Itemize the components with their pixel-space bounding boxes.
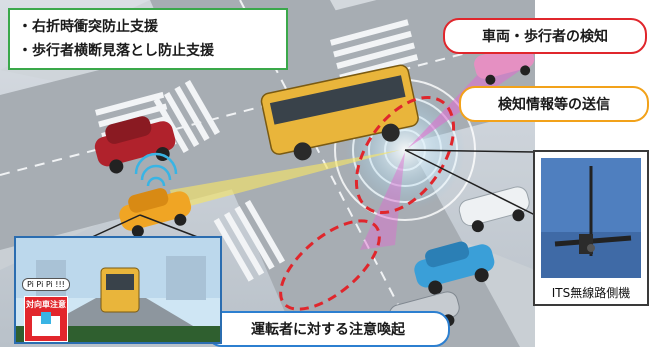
- blue-car: [414, 241, 495, 295]
- driver-alert-callout: 運転者に対する注意喚起: [206, 311, 450, 347]
- pointer-line: [404, 149, 536, 153]
- oncoming-vehicle-warning: 対向車注意: [24, 296, 68, 342]
- support-feature-right-turn: ・右折時衝突防止支援: [18, 19, 158, 35]
- orange-car: [119, 188, 192, 238]
- antenna-photo: [541, 158, 641, 278]
- warning-label: 対向車注意: [26, 300, 66, 309]
- its-roadside-unit-photo: ITS無線路側機: [533, 150, 649, 306]
- detection-beam: [360, 152, 405, 250]
- detection-zone: [279, 219, 381, 311]
- driver-view-inset: Pi Pi Pi !!! 対向車注意: [14, 236, 222, 344]
- warning-sound-bubble: Pi Pi Pi !!!: [22, 278, 70, 291]
- vehicle-pedestrian-detection-callout: 車両・歩行者の検知: [443, 18, 647, 54]
- bus: [260, 64, 419, 161]
- support-features-box: ・右折時衝突防止支援 ・歩行者横断見落とし防止支援: [8, 8, 288, 70]
- its-roadside-unit-caption: ITS無線路側機: [551, 286, 631, 300]
- pointer-line: [139, 214, 201, 239]
- information-transmission-callout: 検知情報等の送信: [459, 86, 649, 122]
- warning-car-icon: [32, 312, 60, 336]
- detection-zone: [354, 95, 456, 215]
- support-feature-pedestrian: ・歩行者横断見落とし防止支援: [18, 43, 214, 59]
- pointer-line: [89, 214, 141, 239]
- wifi-icon: [134, 152, 178, 187]
- signal-beam: [170, 150, 400, 210]
- pointer-line: [404, 149, 536, 216]
